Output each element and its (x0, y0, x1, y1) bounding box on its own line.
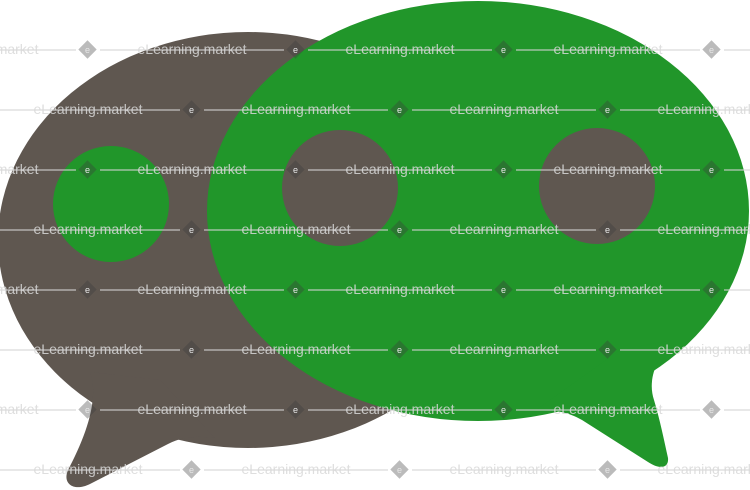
front-bubble-dot-left (282, 130, 398, 246)
watermark-text: eLearning.market (658, 221, 750, 237)
watermark-text: eLearning.market (450, 221, 559, 237)
front-bubble-tail (536, 340, 672, 467)
watermark-text: eLearning.market (450, 461, 559, 477)
watermark-mark-letter: e (605, 345, 610, 355)
watermark-text: eLearning.market (34, 101, 143, 117)
watermark-text: eLearning.market (450, 341, 559, 357)
watermark-text: eLearning.market (34, 341, 143, 357)
watermark-text: eLearning.market (554, 161, 663, 177)
watermark-mark-letter: e (85, 285, 90, 295)
watermark-text: eLearning.market (34, 461, 143, 477)
watermark-text: eLearning.market (242, 461, 351, 477)
watermark-text: eLearning.market (346, 401, 455, 417)
watermark-diamond-icon (182, 340, 201, 359)
watermark-diamond-icon (78, 40, 97, 59)
watermark-diamond-icon (78, 400, 97, 419)
watermark-overlay: e eLearning.market e eLearning.market e eLear… (0, 40, 750, 479)
watermark-mark-letter: e (293, 45, 298, 55)
watermark-text: eLearning.market (242, 101, 351, 117)
watermark-diamond-icon (598, 100, 617, 119)
watermark-text: eLearning.market (138, 161, 247, 177)
watermark-diamond-icon (598, 340, 617, 359)
watermark-diamond-icon (494, 160, 513, 179)
watermark-mark-letter: e (397, 225, 402, 235)
watermark-mark-letter: e (501, 285, 506, 295)
watermark-diamond-icon (702, 40, 721, 59)
watermark-mark-letter: e (293, 285, 298, 295)
watermark-text: eLearning.market (34, 221, 143, 237)
watermark-diamond-icon (390, 100, 409, 119)
watermark-diamond-icon (702, 400, 721, 419)
watermark-text: eLearning.market (138, 281, 247, 297)
back-bubble-dot (53, 146, 169, 262)
watermark-text: eLearning.market (346, 161, 455, 177)
watermark-text: eLearning.market (0, 281, 39, 297)
watermark-diamond-icon (78, 280, 97, 299)
watermark-mark-letter: e (605, 465, 610, 475)
back-bubble-tail (66, 372, 215, 488)
watermark-diamond-icon (286, 280, 305, 299)
watermark-text: eLearning.market (554, 41, 663, 57)
watermark-diamond-icon (182, 220, 201, 239)
watermark-mark-letter: e (709, 45, 714, 55)
watermark-diamond-icon (494, 400, 513, 419)
watermark-text: eLearning.market (658, 461, 750, 477)
watermark-mark-letter: e (709, 285, 714, 295)
watermark-diamond-icon (286, 160, 305, 179)
front-chat-bubble (207, 1, 749, 467)
watermark-diamond-icon (390, 340, 409, 359)
watermark-text: eLearning.market (138, 401, 247, 417)
watermark-diamond-icon (286, 40, 305, 59)
watermark-text: eLearning.market (658, 341, 750, 357)
watermark-text: eLearning.market (554, 401, 663, 417)
watermark-mark-letter: e (501, 165, 506, 175)
watermark-text: eLearning.market (0, 41, 39, 57)
watermark-text: eLearning.market (658, 101, 750, 117)
watermark-diamond-icon (702, 280, 721, 299)
watermark-mark-letter: e (397, 345, 402, 355)
watermark-mark-letter: e (189, 465, 194, 475)
watermark-diamond-icon (78, 160, 97, 179)
watermark-mark-letter: e (397, 105, 402, 115)
watermark-mark-letter: e (293, 165, 298, 175)
watermark-mark-letter: e (85, 405, 90, 415)
watermark-text: eLearning.market (554, 281, 663, 297)
watermark-diamond-icon (494, 280, 513, 299)
watermark-mark-letter: e (397, 465, 402, 475)
watermark-text: eLearning.market (346, 41, 455, 57)
watermark-mark-letter: e (501, 45, 506, 55)
watermark-text: eLearning.market (0, 401, 39, 417)
watermark-mark-letter: e (709, 405, 714, 415)
watermark-text: eLearning.market (0, 161, 39, 177)
watermark-mark-letter: e (189, 225, 194, 235)
watermark-text: eLearning.market (242, 341, 351, 357)
watermark-mark-letter: e (501, 405, 506, 415)
watermark-diamond-icon (182, 100, 201, 119)
watermark-mark-letter: e (605, 105, 610, 115)
watermark-diamond-icon (598, 220, 617, 239)
watermark-mark-letter: e (85, 45, 90, 55)
watermark-mark-letter: e (293, 405, 298, 415)
front-bubble-body (207, 1, 749, 421)
watermark-text: eLearning.market (242, 221, 351, 237)
watermark-mark-letter: e (605, 225, 610, 235)
watermark-text: eLearning.market (450, 101, 559, 117)
watermark-mark-letter: e (189, 105, 194, 115)
front-bubble-dot-right (539, 128, 655, 244)
watermark-diamond-icon (286, 400, 305, 419)
watermark-diamond-icon (390, 220, 409, 239)
watermark-mark-letter: e (85, 165, 90, 175)
watermark-text: eLearning.market (346, 281, 455, 297)
watermark-diamond-icon (494, 40, 513, 59)
watermark-text: eLearning.market (138, 41, 247, 57)
watermark-mark-letter: e (709, 165, 714, 175)
watermark-diamond-icon (182, 460, 201, 479)
watermark-diamond-icon (390, 460, 409, 479)
watermark-mark-letter: e (189, 345, 194, 355)
watermark-diamond-icon (598, 460, 617, 479)
watermark-diamond-icon (702, 160, 721, 179)
